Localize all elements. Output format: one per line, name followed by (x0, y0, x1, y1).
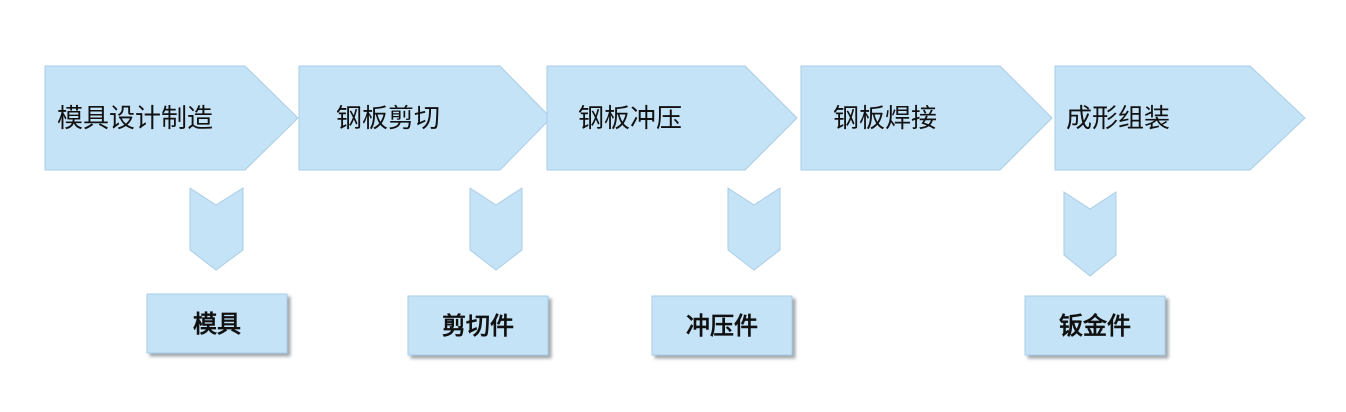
stage-chevron-1: 模具设计制造 (44, 65, 299, 171)
output-label-sheet-metal-part: 钣金件 (1059, 312, 1131, 340)
stage-chevron-2: 钢板剪切 (298, 65, 552, 171)
output-label-mold: 模具 (193, 310, 241, 338)
stage-label-stamping: 钢板冲压 (578, 104, 682, 134)
output-box-cut-part: 剪切件 (407, 295, 549, 356)
down-arrow-2 (469, 187, 523, 271)
stage-chevron-3: 钢板冲压 (546, 65, 798, 171)
output-label-stamped-part: 冲压件 (686, 312, 758, 340)
output-box-sheet-metal-part: 钣金件 (1024, 295, 1166, 356)
stage-chevron-5: 成形组装 (1054, 65, 1306, 171)
down-arrow-3 (727, 187, 781, 271)
stage-label-cutting: 钢板剪切 (336, 104, 440, 134)
output-box-stamped-part: 冲压件 (651, 295, 793, 356)
stage-chevron-4: 钢板焊接 (800, 65, 1053, 171)
output-box-mold: 模具 (146, 293, 288, 354)
stage-label-welding: 钢板焊接 (833, 104, 937, 134)
down-arrow-1 (189, 187, 244, 271)
output-label-cut-part: 剪切件 (442, 312, 514, 340)
stage-label-assembly: 成形组装 (1066, 104, 1170, 134)
down-arrow-4 (1063, 191, 1117, 277)
stage-label-design: 模具设计制造 (57, 104, 213, 134)
